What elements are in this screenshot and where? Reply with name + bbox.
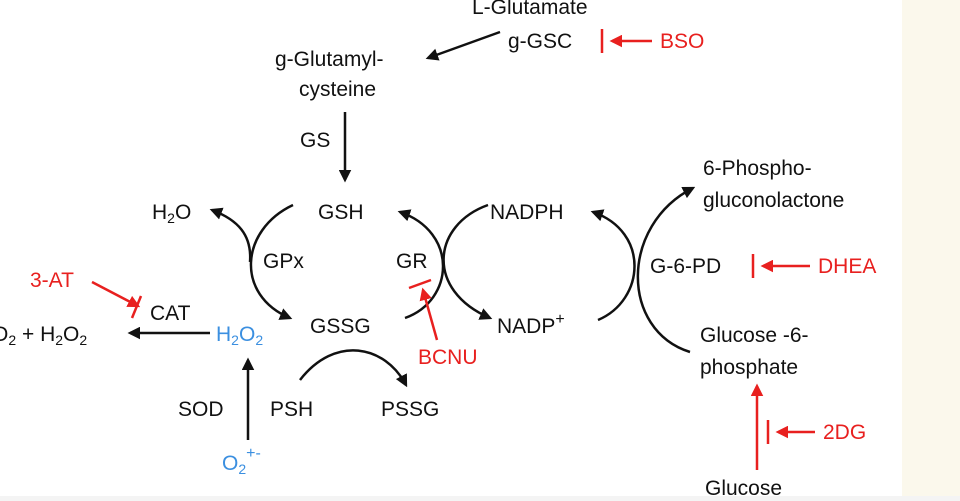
label-h2o2-blue: H2O2 (216, 323, 263, 348)
label-gsh: GSH (318, 201, 364, 224)
arc-g6pd (636, 186, 696, 354)
label-o2-plus-h2o2: O2 + H2O2 (0, 323, 87, 348)
label-pssg: PSSG (381, 398, 439, 421)
label-psh: PSH (270, 398, 313, 421)
arc-gpx-to-h2o (209, 207, 252, 263)
label-nadp: NADP+ (497, 311, 565, 338)
label-bcnu: BCNU (418, 346, 478, 369)
inhibit-bcnu-bar (408, 278, 432, 290)
label-gr: GR (396, 250, 428, 273)
label-dhea: DHEA (818, 255, 876, 278)
label-h2o: H2O (152, 201, 191, 226)
label-sod: SOD (178, 398, 224, 421)
label-glucose-6: Glucose -6- (700, 324, 809, 347)
label-g-gsc: g-GSC (508, 30, 572, 53)
label-superoxide: O2+- (222, 445, 261, 477)
arrow-gsc-to-glutamylcysteine (425, 30, 501, 61)
inhibit-bcnu-line (419, 287, 439, 341)
arc-psh-to-pssg (299, 349, 408, 388)
label-2dg: 2DG (823, 421, 866, 444)
label-glucose: Glucose (705, 477, 782, 500)
arc-gpx (249, 203, 294, 320)
label-g-glutamyl: g-Glutamyl- (275, 48, 384, 71)
label-cat: CAT (150, 302, 191, 325)
arc-nadph-to-nadp (442, 203, 493, 320)
label-gpx: GPx (263, 250, 304, 273)
label-l-glutamate: L-Glutamate (472, 0, 588, 19)
label-cysteine: cysteine (299, 78, 376, 101)
inhibit-3at-bar (130, 295, 143, 319)
label-6-phospho: 6-Phospho- (703, 157, 812, 180)
label-gssg: GSSG (310, 315, 371, 338)
arc-nadp-to-nadph (590, 209, 636, 322)
inhibit-3at-line (91, 280, 141, 308)
label-g6pd: G-6-PD (650, 255, 721, 278)
label-gluconolactone: gluconolactone (703, 189, 844, 212)
label-nadph: NADPH (490, 201, 564, 224)
label-3-at: 3-AT (30, 269, 74, 292)
label-phosphate: phosphate (700, 356, 798, 379)
label-bso: BSO (660, 30, 704, 53)
bottom-strip (0, 496, 960, 501)
label-gs: GS (300, 129, 330, 152)
side-panel (902, 0, 960, 501)
